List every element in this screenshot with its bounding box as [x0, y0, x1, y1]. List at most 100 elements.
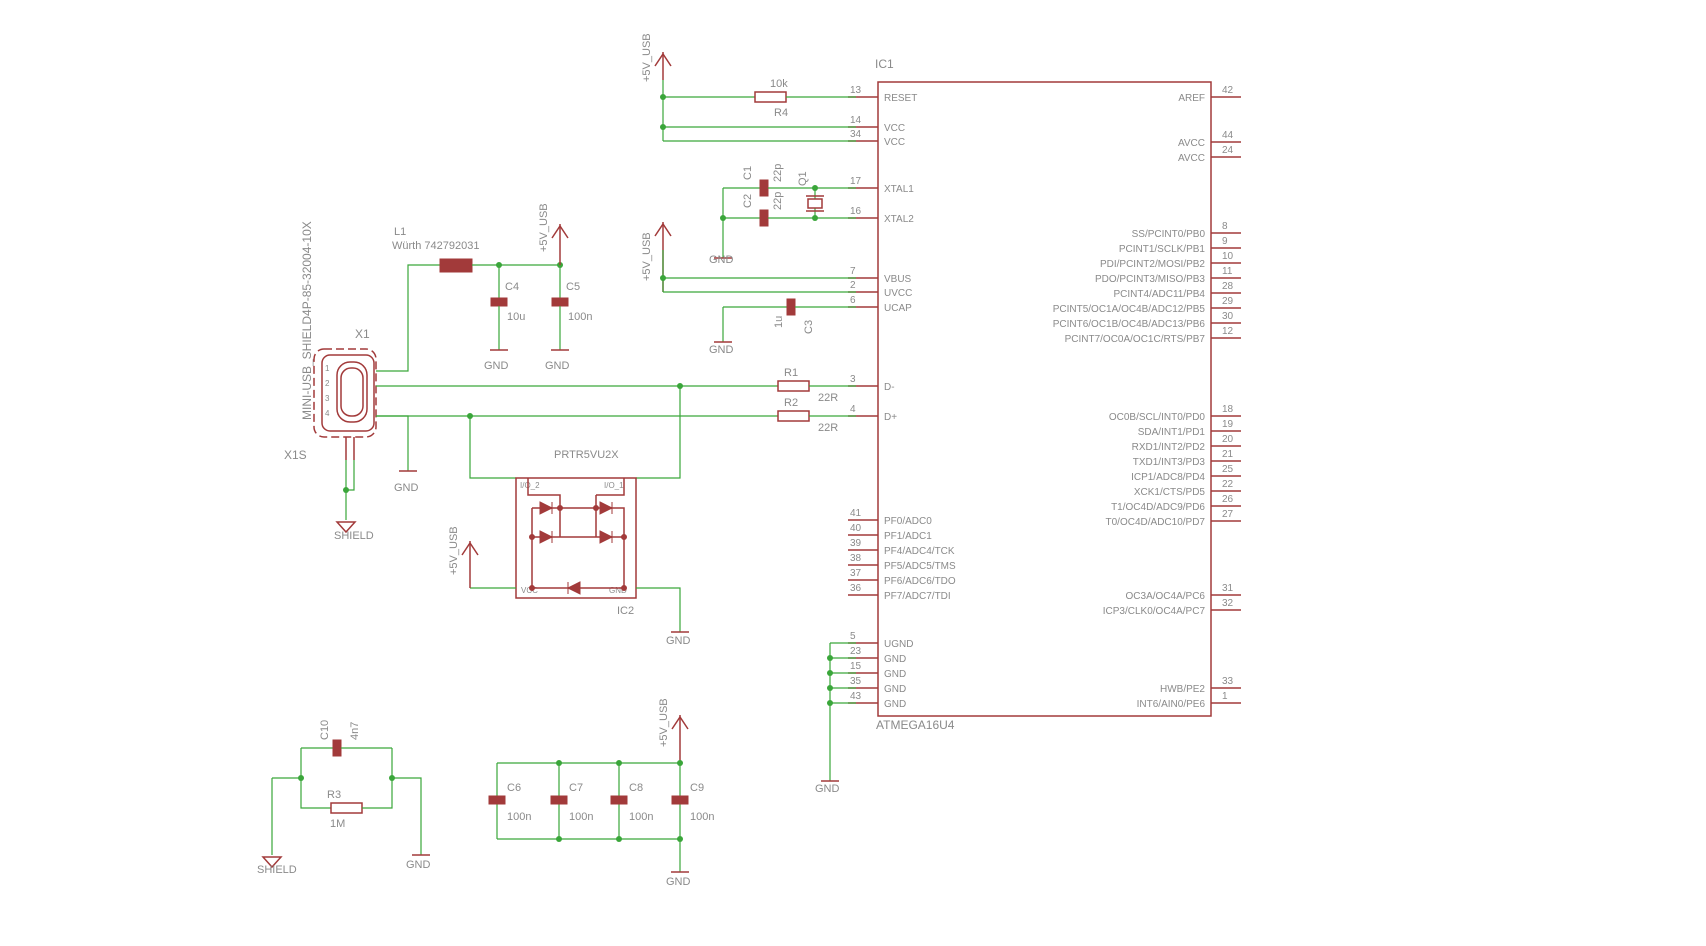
ic1-pin-number: 35 — [850, 676, 862, 687]
c3-capacitor — [786, 298, 796, 316]
r4-value: 10k — [770, 78, 788, 90]
c4-name: C4 — [505, 281, 519, 293]
c1-value: 22p — [772, 164, 784, 182]
ic1-pin-number: 28 — [1222, 281, 1234, 292]
ic1-pin-label: OC3A/OC4A/PC6 — [1126, 591, 1206, 602]
ic1-pin-number: 26 — [1222, 494, 1234, 505]
ic1-value: ATMEGA16U4 — [876, 718, 955, 732]
c9-capacitor — [671, 795, 689, 805]
c4-value: 10u — [507, 311, 525, 323]
ic1-pin-number: 15 — [850, 661, 862, 672]
gnd-ic2: GND — [666, 635, 691, 647]
ic1-pin-number: 23 — [850, 646, 862, 657]
ic1-pin-number: 11 — [1222, 266, 1233, 277]
ic1-pin-number: 19 — [1222, 419, 1234, 430]
ic1-pin-number: 36 — [850, 583, 862, 594]
vbus-section: +5V_USB GND 1u C3 — [641, 222, 856, 356]
ic1-pin-label: PF4/ADC4/TCK — [884, 546, 955, 557]
gnd-decoupling: GND — [666, 876, 691, 888]
c8-name: C8 — [629, 782, 643, 794]
ic1-pin-number: 37 — [850, 568, 862, 579]
l1-value: Würth 742792031 — [392, 240, 479, 252]
c5-name: C5 — [566, 281, 580, 293]
shield-rc: C10 4n7 R3 1M SHIELD GND — [257, 720, 431, 876]
c5-capacitor — [551, 297, 569, 307]
x1-pin3: 3 — [325, 394, 330, 403]
ic1-pin-number: 18 — [1222, 404, 1234, 415]
r1-name: R1 — [784, 367, 798, 379]
ic1-pin-label: GND — [884, 684, 906, 695]
ic1-pin-label: AVCC — [1178, 153, 1205, 164]
x1-name: X1 — [355, 327, 370, 341]
ic1-pin-number: 3 — [850, 374, 856, 385]
ic1-pin-number: 17 — [850, 176, 862, 187]
ic2-zener — [566, 581, 581, 595]
r3-resistor — [330, 802, 363, 814]
gnd-c4: GND — [484, 360, 509, 372]
r4-resistor — [754, 91, 787, 103]
x1-pin2: 2 — [325, 379, 330, 388]
c1-name: C1 — [742, 166, 754, 180]
ic1-pin-number: 5 — [850, 631, 856, 642]
ic1-pin-number: 43 — [850, 691, 862, 702]
r3-value: 1M — [330, 818, 345, 830]
ic1-pin-label: ICP1/ADC8/PD4 — [1131, 472, 1205, 483]
ic1-pin-label: PF7/ADC7/TDI — [884, 591, 951, 602]
x1-shield-outline — [313, 348, 377, 438]
ic2-esd: PRTR5VU2X IC2 I/O_2 I/O_1 VCC GND +5V_US… — [448, 449, 691, 647]
ic2-diode-3 — [539, 530, 554, 544]
ic1-pin-label: GND — [884, 654, 906, 665]
ic1-pin-label: AVCC — [1178, 138, 1205, 149]
gnd-crystal: GND — [709, 254, 734, 266]
ic2-diode-2 — [599, 501, 614, 515]
ic1-pin-number: 10 — [1222, 251, 1234, 262]
c10-name: C10 — [319, 720, 331, 740]
r2-resistor — [777, 410, 810, 422]
ic1-pin-label: VCC — [884, 137, 905, 148]
ic1-pin-label: XTAL1 — [884, 184, 914, 195]
ic1-pin-number: 25 — [1222, 464, 1234, 475]
c7-capacitor — [550, 795, 568, 805]
ic1-pin-number: 14 — [850, 115, 862, 126]
usb-data-lines: R1 22R R2 22R GND — [376, 367, 856, 494]
ic1-pin-number: 44 — [1222, 130, 1234, 141]
c6-capacitor — [488, 795, 506, 805]
ic1-pin-number: 21 — [1222, 449, 1234, 460]
ic1-pin-label: SS/PCINT0/PB0 — [1132, 229, 1206, 240]
c5-value: 100n — [568, 311, 592, 323]
ic1-pin-label: PDO/PCINT3/MISO/PB3 — [1095, 274, 1205, 285]
ic1-pin-number: 20 — [1222, 434, 1234, 445]
x1-body — [321, 354, 375, 432]
ic1-pin-label: UCAP — [884, 303, 912, 314]
crystal-section: C1 22p C2 22p Q1 GND — [709, 164, 856, 266]
ic1-pin-label: UVCC — [884, 288, 912, 299]
ic1-pin-label: D+ — [884, 412, 897, 423]
ic1-pin-number: 16 — [850, 206, 862, 217]
c9-name: C9 — [690, 782, 704, 794]
ic1-pin-label: VBUS — [884, 274, 912, 285]
ic1-pin-number: 32 — [1222, 598, 1234, 609]
decoupling-caps: +5V_USB GND C6 100n C7 100n C8 100n C9 1… — [488, 698, 714, 888]
ic1-pin-label: T1/OC4D/ADC9/PD6 — [1111, 502, 1205, 513]
r1-resistor — [777, 380, 810, 392]
ic1-pin-number: 22 — [1222, 479, 1234, 490]
vusb-label-1: +5V_USB — [641, 33, 653, 82]
ic1-pin-number: 13 — [850, 85, 862, 96]
c2-capacitor — [759, 209, 769, 227]
ic1-name: IC1 — [875, 57, 894, 71]
ic1-pin-number: 39 — [850, 538, 862, 549]
c3-name: C3 — [803, 320, 815, 334]
shield-label-2: SHIELD — [257, 864, 297, 876]
ic1-gnd-section: GND — [815, 642, 856, 795]
ic1-left-pins: 13RESET14VCC34VCC17XTAL116XTAL27VBUS2UVC… — [848, 85, 956, 710]
r4-name: R4 — [774, 107, 788, 119]
c10-capacitor — [332, 739, 342, 757]
q1-crystal — [807, 198, 823, 209]
ic1-pin-number: 42 — [1222, 85, 1234, 96]
ic1-pin-label: PCINT1/SCLK/PB1 — [1119, 244, 1206, 255]
usb-vbus-filter: L1 Würth 742792031 +5V_USB C4 10u GND C5… — [376, 203, 592, 372]
usb-connector-x1: MINI-USB_SHIELD4P-85-32004-10X X1 X1S 1 … — [284, 221, 377, 542]
c8-capacitor — [610, 795, 628, 805]
r3-name: R3 — [327, 789, 341, 801]
